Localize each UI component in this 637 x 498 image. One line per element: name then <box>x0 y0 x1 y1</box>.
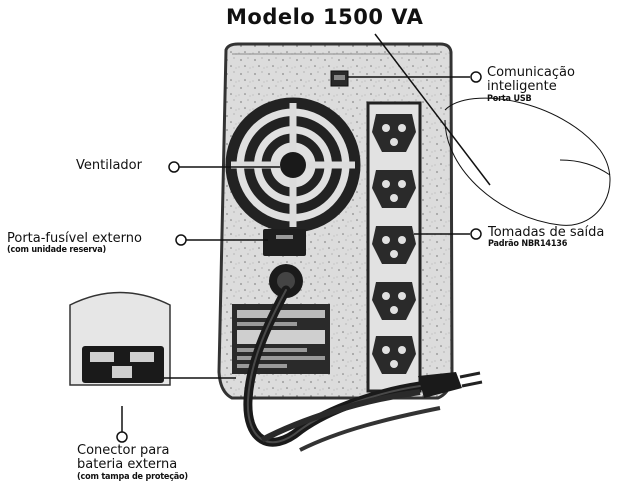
fan-label: Ventilador <box>76 158 142 173</box>
usb-label: Comunicação inteligente Porta USB <box>487 65 575 104</box>
usb-label-main: Comunicação inteligente <box>487 65 575 95</box>
fan-label-main: Ventilador <box>76 158 142 173</box>
power-inlet <box>269 264 303 298</box>
outlet-1 <box>372 114 416 152</box>
battery-label-sub: (com tampa de proteção) <box>77 471 188 482</box>
fuse-label-sub: (com unidade reserva) <box>7 245 107 256</box>
pointer-lines <box>116 33 611 443</box>
outlet-column <box>366 101 422 393</box>
power-cords <box>243 285 483 452</box>
usb-label-sub: Porta USB <box>487 93 532 104</box>
outlet-5 <box>372 336 416 374</box>
battery-label-main: Conector para bateria externa <box>77 443 178 473</box>
outlets-label-main: Tomadas de saída <box>488 225 605 240</box>
outlets-label: Tomadas de saída Padrão NBR14136 <box>488 225 605 250</box>
outlet-4 <box>372 282 416 320</box>
outlet-2 <box>372 170 416 208</box>
battery-connector-closeup <box>69 291 171 386</box>
fan-grille <box>225 97 361 233</box>
rating-sticker <box>232 304 330 374</box>
outlet-3 <box>372 226 416 264</box>
fuse-label-main: Porta-fusível externo <box>7 231 142 246</box>
usb-port <box>330 70 349 87</box>
battery-label: Conector para bateria externa (com tampa… <box>77 443 188 482</box>
diagram-title: Modelo 1500 VA <box>226 5 424 29</box>
plug <box>418 371 483 398</box>
fuse-holder <box>263 229 306 256</box>
fuse-label: Porta-fusível externo (com unidade reser… <box>7 231 142 256</box>
outlets-label-sub: Padrão NBR14136 <box>488 239 568 250</box>
